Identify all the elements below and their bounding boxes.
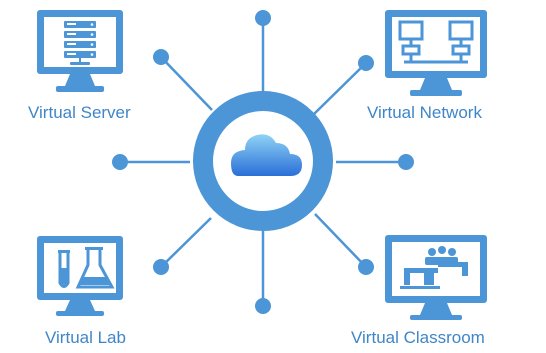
lab-flask-icon [58,247,115,289]
connector-dots [112,10,414,314]
label-virtual-network: Virtual Network [367,103,482,122]
dot-bottom [255,298,271,314]
lab-monitor-icon [37,236,123,316]
dot-top-left [153,49,169,65]
classroom-icon [400,246,468,289]
cloud-icon [231,134,302,176]
dot-top-right [358,55,374,71]
label-virtual-classroom: Virtual Classroom [351,328,485,347]
label-virtual-server: Virtual Server [28,103,131,122]
dot-left [112,154,128,170]
dot-top [255,10,271,26]
classroom-monitor-icon [385,235,487,320]
network-icon [398,20,474,64]
network-monitor-icon [385,10,487,96]
dot-right [398,154,414,170]
dot-bottom-left [153,259,169,275]
dot-bottom-right [358,259,374,275]
server-monitor-icon [37,10,123,92]
label-virtual-lab: Virtual Lab [45,328,126,347]
connector-top-right [313,62,367,115]
server-rack-icon [64,21,96,65]
connector-bottom-right [314,213,367,268]
hub-ring [193,91,333,231]
connector-top-left [160,56,213,111]
connector-lines [120,18,406,306]
connector-bottom-left [160,217,212,268]
